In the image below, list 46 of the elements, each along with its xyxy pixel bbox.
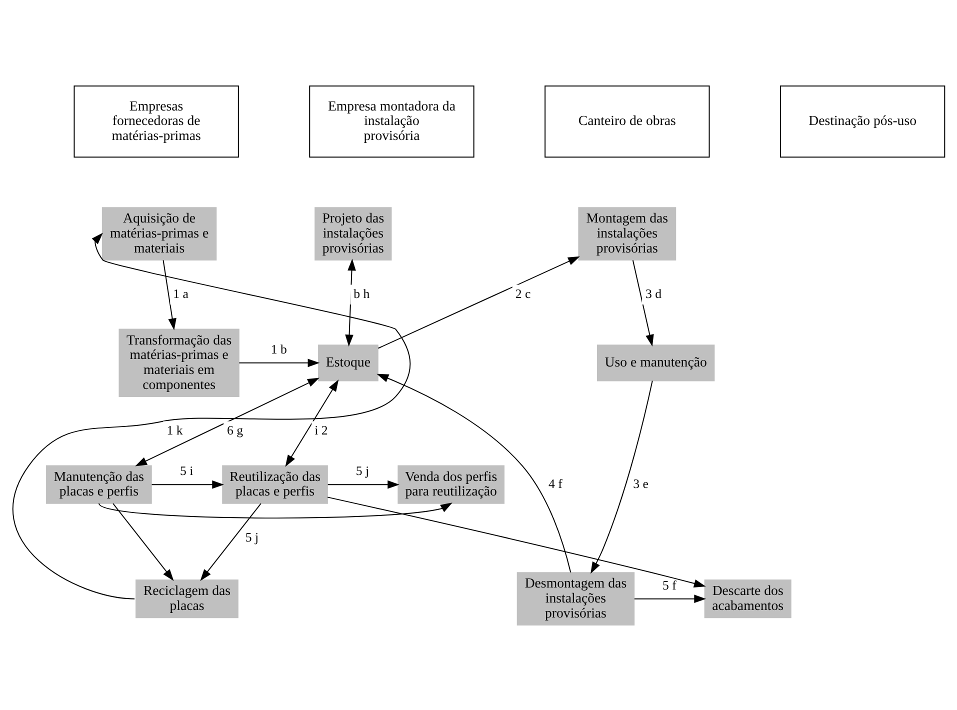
- edge-label: 3 d: [645, 286, 662, 301]
- arrow: [135, 377, 320, 466]
- arrow: [327, 480, 400, 488]
- edge-label: 1 k: [166, 423, 183, 438]
- node-box: Uso e manutenção: [596, 344, 715, 381]
- arrow: [162, 259, 176, 330]
- arrow: [345, 258, 356, 346]
- node-box: Empresas fornecedoras de matérias-primas: [74, 84, 239, 158]
- node-box: Empresa montadora da instalação provisória: [309, 84, 474, 158]
- edge-label: 2 c: [515, 286, 531, 301]
- edge-label: 1 b: [270, 342, 287, 356]
- arrow: [634, 594, 706, 602]
- node-box: Reutilização das placas e perfis: [222, 464, 328, 504]
- node-box: Estoque: [318, 344, 378, 381]
- edge-label: 5 f: [662, 578, 676, 592]
- arrow: [98, 502, 452, 518]
- node-box: Venda dos perfis para reutilização: [398, 464, 504, 504]
- arrow: [378, 256, 580, 348]
- node-box: Projeto das instalações provisórias: [314, 206, 392, 260]
- arrow: [327, 496, 706, 587]
- arrow: [238, 358, 320, 367]
- node-box: Canteiro de obras: [544, 84, 710, 158]
- arrow: [12, 232, 411, 599]
- edge-label: b h: [354, 286, 370, 301]
- node-box: Transformação das matérias-primas e materiais em componentes: [118, 328, 240, 397]
- node-box: Descarte dos acabamentos: [704, 579, 792, 618]
- edge-label: 1 a: [173, 286, 188, 301]
- edge-label: 3 e: [633, 476, 648, 490]
- edge-label: i 2: [314, 423, 328, 438]
- node-box: Manutenção das placas e perfis: [46, 464, 152, 504]
- arrow: [632, 259, 654, 346]
- node-box: Destinação pós-uso: [780, 84, 946, 158]
- arrow: [112, 502, 174, 581]
- node-box: Reciclagem das placas: [136, 579, 238, 618]
- edge-label: 6 g: [227, 423, 244, 438]
- node-box: Montagem das instalações provisórias: [578, 206, 676, 260]
- arrow: [285, 379, 339, 466]
- arrow: [151, 480, 224, 488]
- edge-label: 5 i: [180, 464, 194, 478]
- arrow: [590, 380, 653, 574]
- arrow: [376, 373, 572, 572]
- edge-label: 5 j: [245, 530, 259, 544]
- node-box: Aquisição de matérias-primas e materiais: [102, 206, 217, 260]
- edge-label: 5 j: [356, 464, 370, 478]
- node-box: Desmontagem das instalações provisórias: [516, 572, 635, 626]
- edge-label: 4 f: [548, 476, 562, 490]
